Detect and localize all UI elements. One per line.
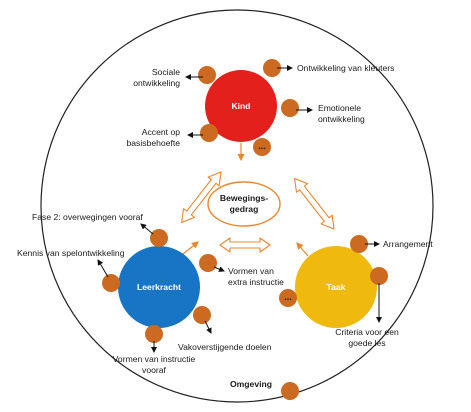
hub-taak — [295, 246, 377, 328]
connector-fase2 — [140, 223, 154, 235]
node-emotionele — [281, 99, 299, 117]
label-kind-more: ... — [258, 141, 266, 151]
label-extra-instructie-1: Vormen van — [228, 266, 274, 276]
label-accent-1: Accent op — [142, 127, 180, 137]
node-accent — [200, 124, 218, 142]
node-spelontwikkeling — [102, 274, 120, 292]
node-kind-more — [253, 138, 271, 156]
center-ellipse — [207, 181, 281, 227]
label-instructie-vooraf-2: vooraf — [142, 365, 166, 375]
node-vakoverstijgende — [193, 306, 211, 324]
connector-extra-instructie — [213, 266, 225, 272]
center-label-line2: gedrag — [230, 204, 259, 214]
hub-leerkracht — [118, 246, 200, 328]
taak-factors: Arrangement Criteria voor een goede les … — [279, 235, 433, 348]
hub-kind-label: Kind — [231, 101, 250, 111]
node-fase2 — [150, 229, 168, 247]
leerkracht-factors: Fase 2: overwegingen vooraf Kennis van s… — [17, 212, 284, 375]
label-vakoverstijgende: Vakoverstijgende doelen — [178, 342, 272, 352]
node-extra-instructie — [199, 254, 217, 272]
label-spelontwikkeling: Kennis van spelontwikkeling — [17, 248, 125, 258]
label-sociale-1: Sociale — [152, 67, 180, 77]
label-emotionele-1: Emotionele — [318, 103, 361, 113]
connector-vakoverstijgende — [204, 320, 212, 334]
arrow-kind-leerkracht — [181, 171, 222, 224]
center-label-line1: Bewegings- — [220, 193, 268, 203]
kind-factors: Sociale ontwikkeling Ontwikkeling van kl… — [126, 59, 394, 156]
arrow-taak-to-center — [296, 242, 309, 257]
connector-spelontwikkeling — [97, 259, 109, 278]
node-arrangement — [350, 235, 368, 253]
arrow-kind-taak — [294, 177, 335, 230]
hub-taak-label: Taak — [327, 282, 346, 292]
label-emotionele-2: ontwikkeling — [318, 114, 365, 124]
omgeving-label: Omgeving — [230, 379, 272, 389]
label-kleuters: Ontwikkeling van kleuters — [297, 63, 394, 73]
label-fase2: Fase 2: overwegingen vooraf — [32, 212, 143, 222]
label-taak-more: ... — [284, 292, 292, 302]
node-criteria — [370, 267, 388, 285]
label-criteria-1: Criteria voor een — [335, 327, 399, 337]
arrow-leerkracht-taak — [219, 237, 271, 253]
label-criteria-2: goede les — [348, 338, 385, 348]
hub-leerkracht-label: Leerkracht — [137, 282, 181, 292]
node-instructie-vooraf — [145, 325, 163, 343]
node-omgeving — [281, 382, 299, 400]
label-arrangement: Arrangement — [383, 239, 433, 249]
relation-arrows — [181, 171, 335, 253]
label-extra-instructie-2: extra instructie — [228, 277, 284, 287]
node-taak-more — [279, 289, 297, 307]
label-instructie-vooraf-1: Vormen van instructie — [113, 354, 196, 364]
node-sociale — [198, 66, 216, 84]
label-accent-2: basisbehoefte — [126, 138, 180, 148]
hub-kind — [205, 70, 277, 142]
label-sociale-2: ontwikkeling — [133, 78, 180, 88]
node-kleuters — [263, 59, 281, 77]
